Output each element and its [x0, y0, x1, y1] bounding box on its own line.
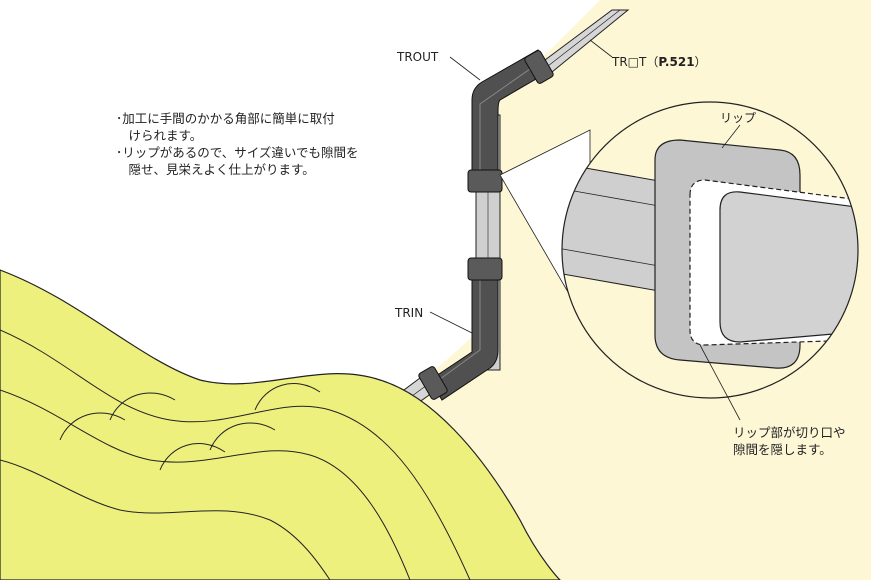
leader-lines — [429, 39, 741, 421]
tr-prefix: TR□T（ — [612, 55, 659, 69]
trin-label: TRIN — [395, 306, 424, 320]
trout-label: TROUT — [397, 50, 439, 64]
detail-circle — [561, 101, 859, 399]
feature-description: ･加工に手間のかかる角部に簡単に取付 けられます。 ･リップがあるので、サイズ違… — [116, 110, 416, 178]
tr-suffix: ） — [694, 55, 707, 69]
note-line: リップ部が切り口や — [733, 425, 846, 440]
description-line: ･加工に手間のかかる角部に簡単に取付 — [116, 111, 335, 126]
trin-fitting — [418, 257, 503, 401]
tr-product-label: TR□T（P.521） — [612, 56, 707, 68]
description-line: 隠せ、見栄えよく仕上がります。 — [116, 162, 315, 177]
description-line: けられます。 — [116, 128, 203, 143]
tr-page-ref: P.521 — [658, 55, 695, 69]
lip-note: リップ部が切り口や 隙間を隠します。 — [733, 424, 846, 458]
cable-bundle — [0, 269, 561, 580]
lip-label: リップ — [720, 111, 757, 125]
trout-fitting — [467, 49, 554, 193]
description-line: ･リップがあるので、サイズ違いでも隙間を — [116, 145, 359, 160]
note-line: 隙間を隠します。 — [733, 442, 832, 457]
